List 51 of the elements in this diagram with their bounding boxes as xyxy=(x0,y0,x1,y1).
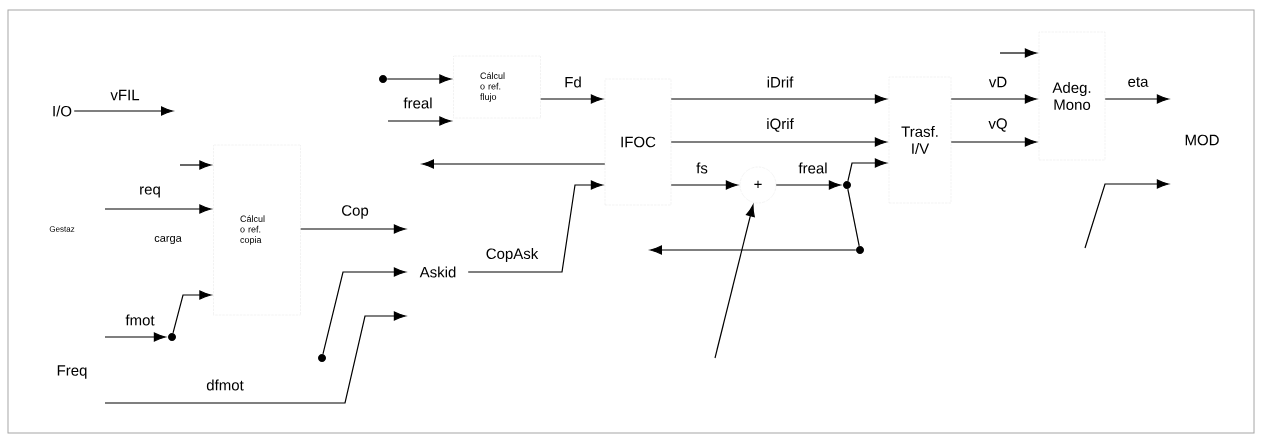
signal-arrow xyxy=(670,94,887,104)
signal-arrow xyxy=(179,160,212,170)
signal-arrow xyxy=(422,159,606,169)
edge-label: vFIL xyxy=(109,88,141,102)
edge-label: CopAsk xyxy=(484,247,540,263)
edge-label: Cop xyxy=(340,204,370,220)
block-label: Askid xyxy=(419,266,456,278)
text-label: carga xyxy=(154,235,182,245)
edge-label: vQ xyxy=(987,117,1009,133)
edge-label: eta xyxy=(1126,76,1150,88)
edge-label: dfmot xyxy=(205,378,245,392)
signal-arrow xyxy=(650,245,857,255)
block-box: Adeg. Mono xyxy=(1038,31,1106,161)
signal-arrow xyxy=(322,267,406,355)
signal-source-label: I/O xyxy=(53,105,72,117)
signal-arrow xyxy=(300,224,406,234)
edge-label: iQrif xyxy=(765,117,795,133)
signal-arrow xyxy=(670,137,887,147)
signal-arrow xyxy=(714,204,755,359)
edge-label: vD xyxy=(987,75,1009,89)
signal-arrow xyxy=(847,158,887,182)
signal-arrow xyxy=(1084,179,1169,249)
signal-arrow xyxy=(104,311,406,404)
signal-arrow xyxy=(775,180,841,190)
signal-arrow xyxy=(73,106,173,116)
edge-label: iDrif xyxy=(765,75,795,89)
block-box: Cálcul o ref. copia xyxy=(213,144,301,316)
signal-arrow xyxy=(540,94,603,104)
block-box: IFOC xyxy=(604,78,672,206)
edge-label: freal xyxy=(797,161,829,175)
signal-arrow xyxy=(950,94,1037,104)
edge-label: fmot xyxy=(124,313,156,327)
block-box: Trasf. I/V xyxy=(888,76,952,204)
signal-arrow xyxy=(386,74,452,84)
signal-arrow xyxy=(1104,94,1169,104)
signal-arrow xyxy=(467,180,603,273)
edge-label: req xyxy=(138,185,162,199)
block-box: Cálcul o ref. flujo xyxy=(453,55,541,119)
edge-label: freal xyxy=(402,96,434,110)
signal-arrow xyxy=(104,332,166,342)
signal-arrow xyxy=(670,180,738,190)
signal-arrow xyxy=(104,204,212,214)
block-label: MOD xyxy=(1185,134,1219,146)
signal-arrow xyxy=(999,48,1037,58)
signal-arrow xyxy=(950,137,1037,147)
signal-arrow xyxy=(387,116,452,126)
edge-label: Fd xyxy=(563,75,583,89)
signal-arrow xyxy=(172,290,212,334)
edge-label: fs xyxy=(695,161,709,175)
text-label: Freq xyxy=(57,365,87,379)
text-label: Gestaz xyxy=(49,226,75,232)
